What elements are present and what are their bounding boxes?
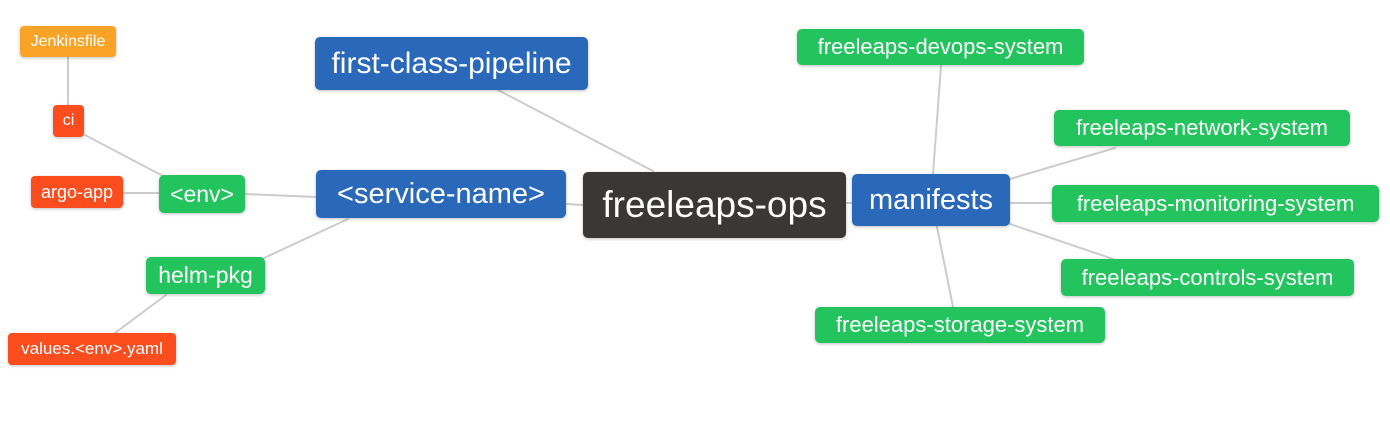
node-freeleaps-monitoring-system[interactable]: freeleaps-monitoring-system: [1052, 185, 1379, 222]
node-argo-app[interactable]: argo-app: [31, 176, 123, 208]
node-ci[interactable]: ci: [53, 105, 84, 137]
edge-ci-env: [84, 134, 164, 177]
edge-service-root: [566, 203, 584, 206]
edge-manifests-controls: [1009, 223, 1114, 260]
edge-env-service: [244, 193, 317, 198]
edge-manifests-network: [1009, 147, 1116, 180]
node-helm-pkg[interactable]: helm-pkg: [146, 257, 265, 294]
edge-helm-values: [114, 294, 167, 334]
node-freeleaps-storage-system[interactable]: freeleaps-storage-system: [815, 307, 1105, 343]
node-values-env-yaml[interactable]: values.<env>.yaml: [8, 333, 176, 365]
node-freeleaps-devops-system[interactable]: freeleaps-devops-system: [797, 29, 1084, 65]
edge-fcp-root: [497, 89, 654, 172]
node-freeleaps-network-system[interactable]: freeleaps-network-system: [1054, 110, 1350, 146]
node-env[interactable]: <env>: [159, 175, 245, 213]
edge-manifests-devops: [932, 65, 942, 175]
node-freeleaps-ops-root[interactable]: freeleaps-ops: [583, 172, 846, 238]
node-freeleaps-controls-system[interactable]: freeleaps-controls-system: [1061, 259, 1354, 296]
node-manifests[interactable]: manifests: [852, 174, 1010, 226]
node-service-name[interactable]: <service-name>: [316, 170, 566, 218]
node-jenkinsfile[interactable]: Jenkinsfile: [20, 26, 116, 57]
node-first-class-pipeline[interactable]: first-class-pipeline: [315, 37, 588, 90]
edge-helm-service: [263, 218, 349, 259]
edge-manifests-storage: [936, 226, 954, 308]
